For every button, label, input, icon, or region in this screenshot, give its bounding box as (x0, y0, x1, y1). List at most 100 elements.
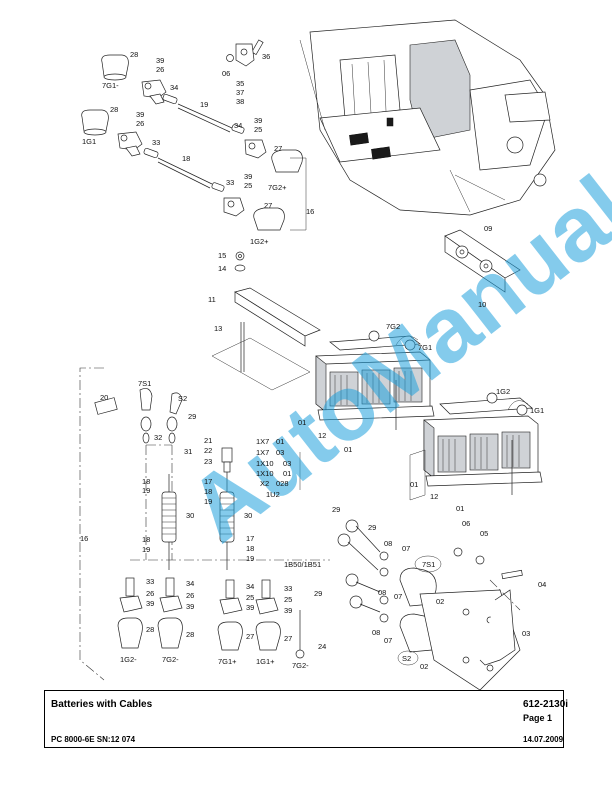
callout: 33 (284, 584, 292, 593)
callout: 20 (100, 393, 108, 402)
cable-harness-center (130, 388, 330, 570)
callout: X2 (260, 479, 269, 488)
callout: 19 (200, 100, 208, 109)
callout: 28 (110, 105, 118, 114)
callout: 18 (204, 487, 212, 496)
callout: 03 (283, 459, 291, 468)
callout: 06 (462, 519, 470, 528)
callout: 7G2+ (268, 183, 287, 192)
callout: 28 (186, 630, 194, 639)
drawing-title: Batteries with Cables (51, 699, 153, 710)
callout: 25 (254, 125, 262, 134)
callout: 22 (204, 446, 212, 455)
page-number: Page 1 (523, 713, 553, 723)
callout: 39 (254, 116, 262, 125)
document-number: 612-2130i (523, 699, 569, 710)
callout: 1G2- (120, 655, 137, 664)
callout: 16 (306, 207, 314, 216)
callout: 14 (218, 264, 226, 273)
callout: 23 (204, 457, 212, 466)
callout: 04 (538, 580, 546, 589)
battery-tray (211, 287, 321, 391)
callout: 07 (384, 636, 392, 645)
callout: 29 (368, 523, 376, 532)
callout: 1X10 (256, 459, 274, 468)
callout: 03 (522, 629, 530, 638)
machine-frame-illustration (299, 19, 556, 216)
callout: 1U2 (266, 490, 280, 499)
callout: 25 (284, 595, 292, 604)
callout: 02 (436, 597, 444, 606)
cable-assemblies-upper (81, 39, 307, 272)
callout: 29 (188, 412, 196, 421)
callout: 7S1 (422, 560, 435, 569)
callout: 1X7 (256, 448, 269, 457)
callout: 19 (142, 545, 150, 554)
callout: 01 (283, 469, 291, 478)
callout: 01 (410, 480, 418, 489)
callout: 28 (146, 625, 154, 634)
callout: 31 (184, 447, 192, 456)
callout: 36 (262, 52, 270, 61)
callout: S2 (178, 394, 187, 403)
watermark: AutoManual (170, 157, 612, 561)
callout: 34 (246, 582, 254, 591)
callout: 18 (142, 535, 150, 544)
callout: 27 (264, 201, 272, 210)
callout: 12 (318, 431, 326, 440)
battery-switch-assembly (337, 519, 523, 691)
callout: 01 (344, 445, 352, 454)
callout: 32 (154, 433, 162, 442)
callout: 11 (208, 295, 216, 304)
callout: 7G2- (292, 661, 309, 670)
callout: 29 (332, 505, 340, 514)
callout: 07 (402, 544, 410, 553)
callout: 7G1 (418, 343, 432, 352)
callout: 1G1 (82, 137, 96, 146)
callout: 33 (146, 577, 154, 586)
callout: 27 (246, 632, 254, 641)
callout: 39 (244, 172, 252, 181)
callout: 07 (394, 592, 402, 601)
callout: 08 (384, 539, 392, 548)
issue-date: 14.07.2009 (523, 735, 564, 744)
callout: 08 (372, 628, 380, 637)
callout: 01 (456, 504, 464, 513)
callout: 1G1+ (256, 657, 275, 666)
callout: 39 (284, 606, 292, 615)
callout: 1X10 (256, 469, 274, 478)
callout: 30 (186, 511, 194, 520)
callout-labels: 28 39 26 7G1- 34 06 35 37 38 36 28 1G1 3… (80, 50, 546, 671)
callout: 1X7 (256, 437, 269, 446)
callout: 21 (204, 436, 212, 445)
callout: 33 (226, 178, 234, 187)
callout: S2 (402, 654, 411, 663)
callout: 1B50/1B51 (284, 560, 321, 569)
callout: 30 (244, 511, 252, 520)
callout: 39 (156, 56, 164, 65)
callout: 08 (378, 588, 386, 597)
title-block: Batteries with Cables 612-2130i Page 1 P… (44, 690, 568, 748)
callout: 27 (284, 634, 292, 643)
callout: 19 (204, 497, 212, 506)
callout: 19 (142, 486, 150, 495)
callout: 17 (204, 477, 212, 486)
callout: 26 (186, 591, 194, 600)
callout: 38 (236, 97, 244, 106)
callout: 29 (314, 589, 322, 598)
callout: 28 (130, 50, 138, 59)
callout: 10 (478, 300, 486, 309)
callout: 18 (246, 544, 254, 553)
callout: 39 (136, 110, 144, 119)
callout: 25 (246, 593, 254, 602)
callout: 24 (318, 642, 326, 651)
callout: 26 (156, 65, 164, 74)
callout: 33 (152, 138, 160, 147)
callout: 15 (218, 251, 226, 260)
terminal-ends-lower (117, 577, 305, 659)
callout: 37 (236, 88, 244, 97)
callout: 12 (430, 492, 438, 501)
callout: 34 (234, 121, 242, 130)
callout: 34 (186, 579, 194, 588)
